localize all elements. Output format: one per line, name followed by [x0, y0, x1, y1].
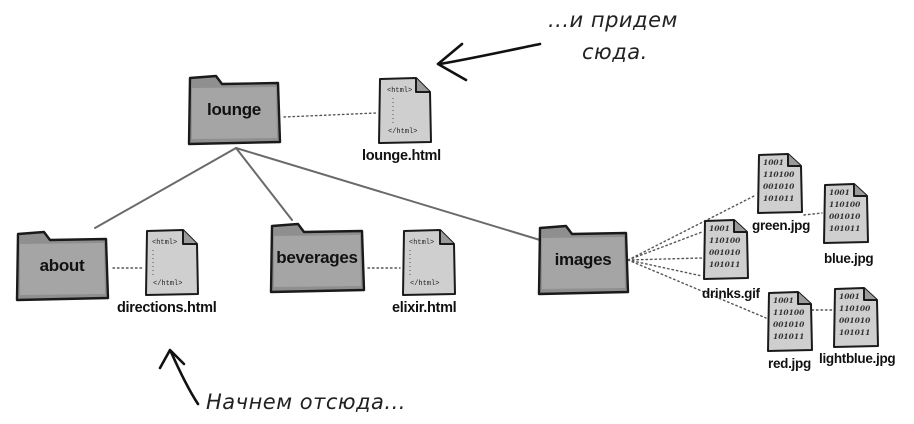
caption-drinks-gif: drinks.gif [702, 286, 760, 301]
binary-line: 1001 [773, 296, 794, 305]
binary-line: 1001 [829, 188, 850, 197]
html-close-tag: </html> [410, 280, 440, 288]
link-green-blue [803, 212, 823, 216]
binary-line: 1001 [709, 224, 730, 233]
html-close-tag: </html> [153, 280, 183, 288]
image-file-icon [767, 291, 813, 352]
arrow-top-head [436, 42, 468, 82]
html-open-tag: <html> [152, 239, 178, 247]
edge-lounge-about [94, 147, 237, 229]
html-file-icon [145, 229, 199, 296]
folder-images[interactable]: images [536, 222, 630, 298]
folder-beverages[interactable]: beverages [268, 220, 366, 296]
binary-line: 110100 [773, 308, 805, 317]
file-elixir-html[interactable]: <html> </html> [400, 228, 458, 298]
note-end-line2: сюда. [582, 40, 648, 64]
file-blue-jpg[interactable]: 1001 110100 001010 101011 [822, 182, 870, 246]
note-end-line1: ...и придем [548, 8, 678, 32]
html-file-icon [378, 77, 432, 144]
image-file-icon [823, 183, 869, 244]
folder-icon [269, 222, 366, 294]
folder-icon [537, 224, 630, 296]
caption-elixir-html: elixir.html [392, 300, 457, 316]
binary-line: 110100 [763, 170, 795, 179]
folder-label: about [39, 256, 85, 275]
binary-line: 110100 [829, 200, 861, 209]
html-file-icon [402, 229, 456, 296]
binary-line: 110100 [839, 304, 871, 313]
image-file-icon [757, 153, 803, 214]
link-images-drinks1 [627, 231, 703, 261]
html-close-tag: </html> [388, 128, 418, 136]
binary-line: 001010 [763, 182, 795, 191]
binary-line: 110100 [709, 236, 741, 245]
caption-green-jpg: green.jpg [752, 218, 811, 233]
arrow-top [438, 42, 542, 66]
caption-directions-html: directions.html [117, 300, 217, 316]
binary-line: 101011 [829, 224, 861, 233]
folder-icon [15, 230, 110, 302]
binary-line: 001010 [773, 320, 805, 329]
html-open-tag: <html> [387, 87, 413, 95]
link-lounge-file [283, 112, 377, 118]
folder-lounge[interactable]: lounge [186, 72, 282, 148]
folder-label: lounge [207, 100, 261, 119]
folder-label: images [554, 250, 612, 269]
binary-line: 1001 [763, 158, 784, 167]
file-drinks-gif[interactable]: 1001 110100 001010 101011 [702, 218, 750, 282]
folder-icon [187, 74, 282, 146]
binary-line: 101011 [763, 194, 795, 203]
binary-line: 001010 [829, 212, 861, 221]
file-directions-html[interactable]: <html> </html> [143, 228, 201, 298]
binary-line: 1001 [839, 292, 860, 301]
arrow-bottom [169, 350, 200, 406]
binary-line: 101011 [839, 328, 871, 337]
image-file-icon [833, 287, 879, 348]
image-file-icon [703, 219, 749, 280]
folder-label: beverages [276, 248, 358, 267]
binary-line: 101011 [709, 260, 741, 269]
arrow-bottom-head [158, 348, 186, 370]
binary-line: 001010 [709, 248, 741, 257]
html-open-tag: <html> [409, 239, 435, 247]
caption-blue-jpg: blue.jpg [824, 251, 874, 266]
edge-lounge-beverages [235, 147, 293, 221]
file-lounge-html[interactable]: <html> </html> [376, 76, 434, 146]
link-images-drinks3 [627, 259, 703, 277]
caption-lightblue-jpg: lightblue.jpg [819, 351, 896, 366]
note-start: Начнем отсюда... [206, 390, 406, 414]
caption-red-jpg: red.jpg [768, 356, 811, 371]
folder-about[interactable]: about [14, 228, 110, 304]
caption-lounge-html: lounge.html [362, 148, 441, 164]
link-images-drinks2 [627, 257, 703, 261]
file-green-jpg[interactable]: 1001 110100 001010 101011 [756, 152, 804, 216]
file-lightblue-jpg[interactable]: 1001 110100 001010 101011 [832, 286, 880, 350]
edge-lounge-images [235, 147, 541, 241]
file-red-jpg[interactable]: 1001 110100 001010 101011 [766, 290, 814, 354]
binary-line: 001010 [839, 316, 871, 325]
binary-line: 101011 [773, 332, 805, 341]
link-images-green [627, 194, 757, 261]
